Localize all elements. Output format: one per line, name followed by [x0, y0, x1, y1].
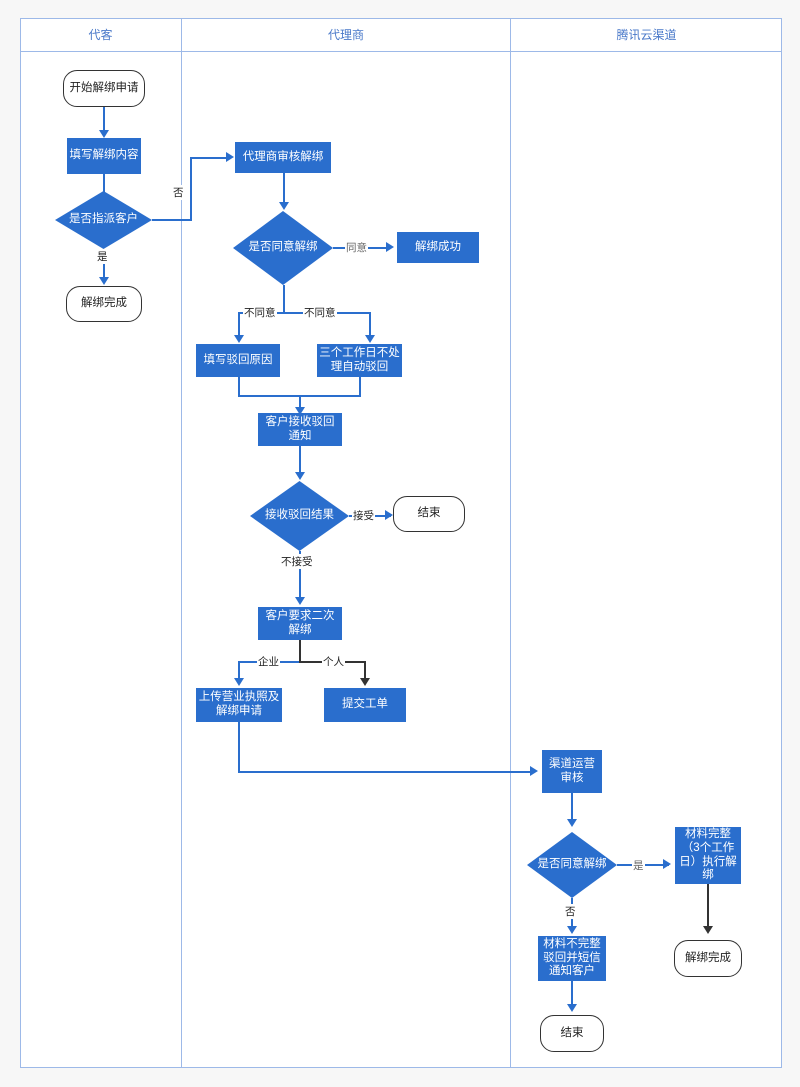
lane-divider-2 [510, 18, 511, 1068]
edge-incomplete-to-end [571, 981, 573, 1009]
arrowhead-upload-to-channel [530, 766, 538, 776]
edge-agree-no-right [369, 312, 371, 341]
arrowhead-channel-no [567, 926, 577, 934]
node-upload-license[interactable]: 上传营业执照及解绑申请 [196, 688, 282, 722]
arrowhead-agent-agree-yes [386, 242, 394, 252]
edge-fill-to-assign [103, 174, 105, 192]
node-auto-reject-3d[interactable]: 三个工作日不处理自动驳回 [317, 344, 402, 377]
arrowhead-channel-yes [663, 859, 671, 869]
edge-label-type-person: 个人 [322, 654, 345, 669]
node-channel-review[interactable]: 渠道运营审核 [542, 750, 602, 793]
edge-type-person-v [364, 661, 366, 683]
node-unbind-success[interactable]: 解绑成功 [397, 232, 479, 263]
node-reject-result[interactable]: 接收驳回结果 [250, 481, 349, 551]
edge-assign-no-v [190, 157, 192, 220]
arrowhead-notice-to-result [295, 472, 305, 480]
arrowhead-incomplete-to-end [567, 1004, 577, 1012]
swimlane-frame [20, 18, 782, 1068]
swimlane-header-row [20, 18, 782, 52]
node-agent-review[interactable]: 代理商审核解绑 [235, 142, 331, 173]
edge-label-assign-yes: 是 [96, 249, 109, 264]
arrowhead-result-reject [295, 597, 305, 605]
edge-label-type-company: 企业 [257, 654, 280, 669]
edge-material-complete-to-done [707, 884, 709, 932]
edge-label-result-accept: 接受 [352, 508, 375, 523]
edge-label-channel-yes: 是 [632, 858, 645, 873]
node-channel-agree[interactable]: 是否同意解绑 [527, 832, 617, 898]
edge-agree-no-left [238, 312, 240, 341]
arrowhead-assign-yes [99, 277, 109, 285]
node-assign-customer[interactable]: 是否指派客户 [55, 191, 152, 249]
arrowhead-agent-review-to-agree [279, 202, 289, 210]
node-customer-notice[interactable]: 客户接收驳回通知 [258, 413, 342, 446]
node-fill-unbind[interactable]: 填写解绑内容 [67, 138, 141, 174]
edge-merge-stem [299, 395, 301, 413]
edge-assign-no-h2 [190, 157, 230, 159]
arrowhead-channel-review-to-agree [567, 819, 577, 827]
lane-header-customer: 代客 [88, 28, 113, 42]
edge-label-agent-disagree-2: 不同意 [303, 305, 337, 320]
edge-type-company-v [238, 661, 240, 683]
lane-divider-1 [181, 18, 182, 1068]
node-submit-ticket[interactable]: 提交工单 [324, 688, 406, 722]
node-material-complete[interactable]: 材料完整（3个工作日）执行解绑 [675, 827, 741, 884]
edge-label-assign-no: 否 [172, 185, 185, 200]
edge-assign-yes [103, 249, 105, 282]
edge-start-to-fill [103, 107, 105, 136]
arrowhead-merge-to-notice [295, 407, 305, 415]
arrowhead-type-person [360, 678, 370, 686]
arrowhead-material-complete-to-done [703, 926, 713, 934]
edge-result-reject [299, 551, 301, 603]
arrowhead-agree-no-right [365, 335, 375, 343]
lane-header-agent: 代理商 [327, 28, 364, 42]
node-material-incomplete[interactable]: 材料不完整驳回并短信通知客户 [538, 936, 606, 981]
edge-auto-reject-down [359, 377, 361, 396]
edge-label-result-reject: 不接受 [280, 554, 314, 569]
node-end-channel[interactable]: 结束 [540, 1015, 604, 1052]
edge-notice-to-result [299, 446, 301, 478]
edge-label-agent-agree-yes: 同意 [345, 240, 368, 255]
node-second-unbind[interactable]: 客户要求二次解绑 [258, 607, 342, 640]
node-unbind-done-customer[interactable]: 解绑完成 [66, 286, 142, 322]
arrowhead-type-company [234, 678, 244, 686]
node-end-agent[interactable]: 结束 [393, 496, 465, 532]
edge-channel-review-to-agree [571, 793, 573, 825]
edge-agent-review-to-agree [283, 173, 285, 208]
node-unbind-done-channel[interactable]: 解绑完成 [674, 940, 742, 977]
node-fill-reject-reason[interactable]: 填写驳回原因 [196, 344, 280, 377]
arrowhead-result-accept [385, 510, 393, 520]
edge-agree-no-stem [283, 285, 285, 313]
node-start-apply[interactable]: 开始解绑申请 [63, 70, 145, 107]
edge-label-channel-no: 否 [564, 904, 577, 919]
edge-reject-reason-down [238, 377, 240, 396]
arrowhead-assign-no [226, 152, 234, 162]
edge-second-unbind-stem [299, 640, 301, 662]
arrowhead-agree-no-left [234, 335, 244, 343]
edge-upload-to-channel-h [238, 771, 534, 773]
arrowhead-start-to-fill [99, 130, 109, 138]
node-agent-agree[interactable]: 是否同意解绑 [233, 211, 333, 285]
lane-header-tencent: 腾讯云渠道 [616, 28, 677, 42]
edge-label-agent-disagree-1: 不同意 [243, 305, 277, 320]
edge-upload-to-channel-v [238, 722, 240, 773]
edge-assign-no-h1 [152, 219, 192, 221]
